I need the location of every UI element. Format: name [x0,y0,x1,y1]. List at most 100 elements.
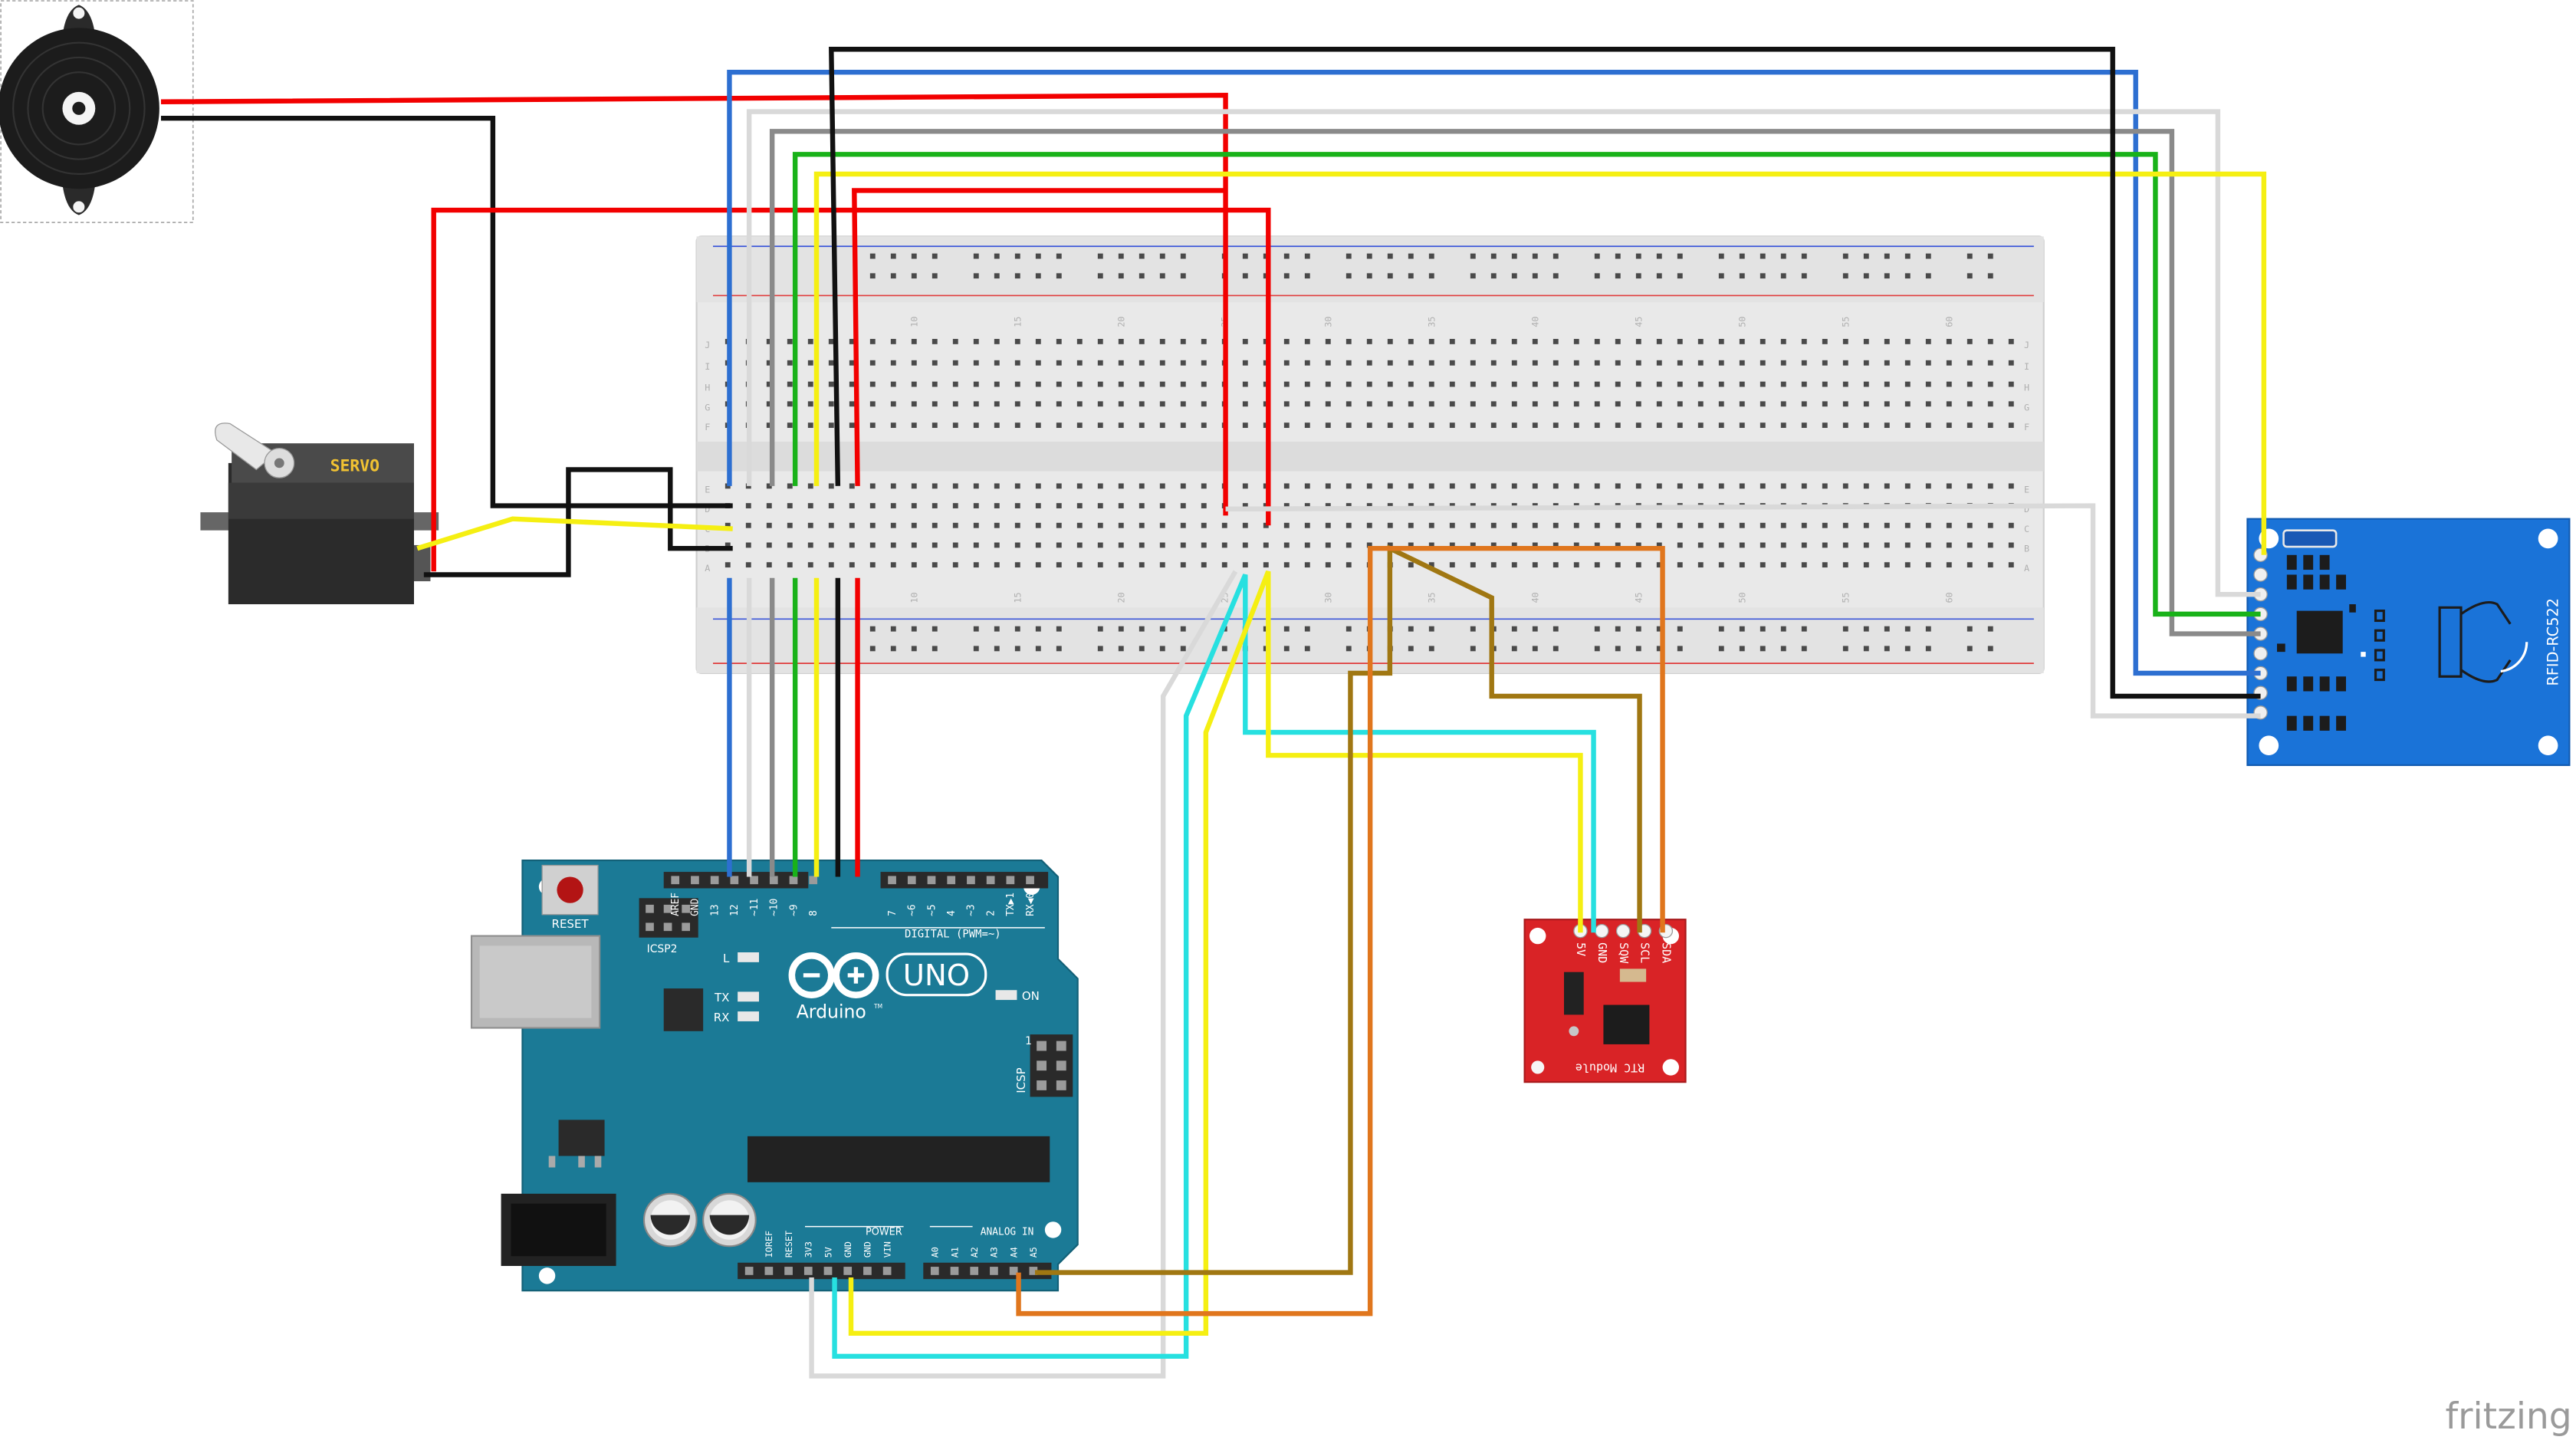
breadboard-hole [1346,360,1352,366]
breadboard-hole [1428,401,1434,407]
breadboard-hole [745,503,751,508]
breadboard-hole [1697,381,1704,387]
breadboard-hole [1283,522,1290,528]
wire-black [423,467,733,577]
breadboard-hole [1573,562,1579,568]
breadboard-hole [1387,401,1393,407]
breadboard-hole [1283,273,1290,279]
breadboard-hole [1014,253,1020,259]
breadboard-hole [1283,483,1290,489]
breadboard-hole [973,483,979,489]
breadboard-hole [1387,273,1393,279]
breadboard-hole [973,273,979,279]
breadboard-hole [1097,401,1103,407]
breadboard-hole [1056,253,1062,259]
column-number: 10 [909,592,920,603]
breadboard-hole [1760,422,1766,429]
breadboard-hole [1677,422,1683,429]
breadboard-hole [1097,562,1103,568]
breadboard-hole [1118,338,1124,344]
breadboard-hole [1159,273,1165,279]
icsp2-label: ICSP2 [647,943,678,955]
breadboard-hole [932,273,938,279]
breadboard-hole [1967,562,1973,568]
header-pin [769,876,778,885]
breadboard-hole [1760,483,1766,489]
breadboard-hole [1946,401,1952,407]
breadboard-hole [973,253,979,259]
breadboard-hole [994,401,1000,407]
breadboard-hole [1138,381,1145,387]
breadboard-hole [1822,338,1828,344]
breadboard-hole [1076,401,1083,407]
breadboard-hole [1801,360,1807,366]
breadboard-hole [952,381,958,387]
breadboard-hole [1118,483,1124,489]
breadboard-hole [1428,483,1434,489]
breadboard-hole [1594,253,1600,259]
row-label: J [2024,340,2029,350]
breadboard-hole [1697,562,1704,568]
breadboard-hole [1366,401,1372,407]
breadboard-hole [1221,562,1227,568]
header-pin [750,876,758,885]
breadboard-hole [787,401,793,407]
breadboard-hole [1490,381,1497,387]
breadboard-hole [1511,273,1517,279]
breadboard-hole [1987,562,1993,568]
breadboard-hole [1014,522,1020,528]
breadboard-hole [1552,562,1559,568]
breadboard-hole [1594,360,1600,366]
breadboard-hole [1490,253,1497,259]
breadboard-hole [1201,483,1207,489]
breadboard-hole [1470,483,1476,489]
breadboard-hole [1449,422,1455,429]
breadboard-hole [1739,422,1745,429]
digital-pin-label: ~10 [769,899,780,916]
breadboard-hole [828,522,834,528]
breadboard-hole [1366,522,1372,528]
breadboard-hole [1387,422,1393,429]
breadboard-hole [1346,253,1352,259]
breadboard-hole [1656,483,1662,489]
breadboard-hole [1801,562,1807,568]
breadboard-hole [1138,522,1145,528]
breadboard-hole [1346,483,1352,489]
on-led-label: ON [1022,989,1040,1003]
breadboard-hole [1076,562,1083,568]
breadboard-hole [1532,360,1538,366]
breadboard-hole [1097,422,1103,429]
breadboard-hole [1656,253,1662,259]
header-pin [784,1267,793,1275]
breadboard-hole [1159,483,1165,489]
breadboard-hole [1697,422,1704,429]
breadboard-hole [828,338,834,344]
breadboard-hole [1428,542,1434,548]
header-pin [1026,876,1034,885]
header-pin [950,1267,959,1275]
breadboard-hole [890,562,896,568]
digital-pin-label: ~11 [749,899,761,916]
column-number: 55 [1841,317,1852,327]
breadboard-hole [1263,542,1269,548]
breadboard-hole [1138,273,1145,279]
breadboard-hole [869,646,876,652]
breadboard-hole [1863,646,1869,652]
breadboard-hole [1967,422,1973,429]
breadboard-hole [911,273,917,279]
header-pin [947,876,956,885]
breadboard-hole [1325,381,1331,387]
analog-pin-label: A1 [949,1247,960,1258]
breadboard-hole [1408,401,1414,407]
breadboard-hole [1573,381,1579,387]
breadboard-hole [1118,401,1124,407]
breadboard-hole [869,381,876,387]
breadboard-hole [869,401,876,407]
breadboard-hole [994,562,1000,568]
breadboard-hole [1801,273,1807,279]
breadboard-hole [1822,422,1828,429]
breadboard-hole [1428,626,1434,632]
